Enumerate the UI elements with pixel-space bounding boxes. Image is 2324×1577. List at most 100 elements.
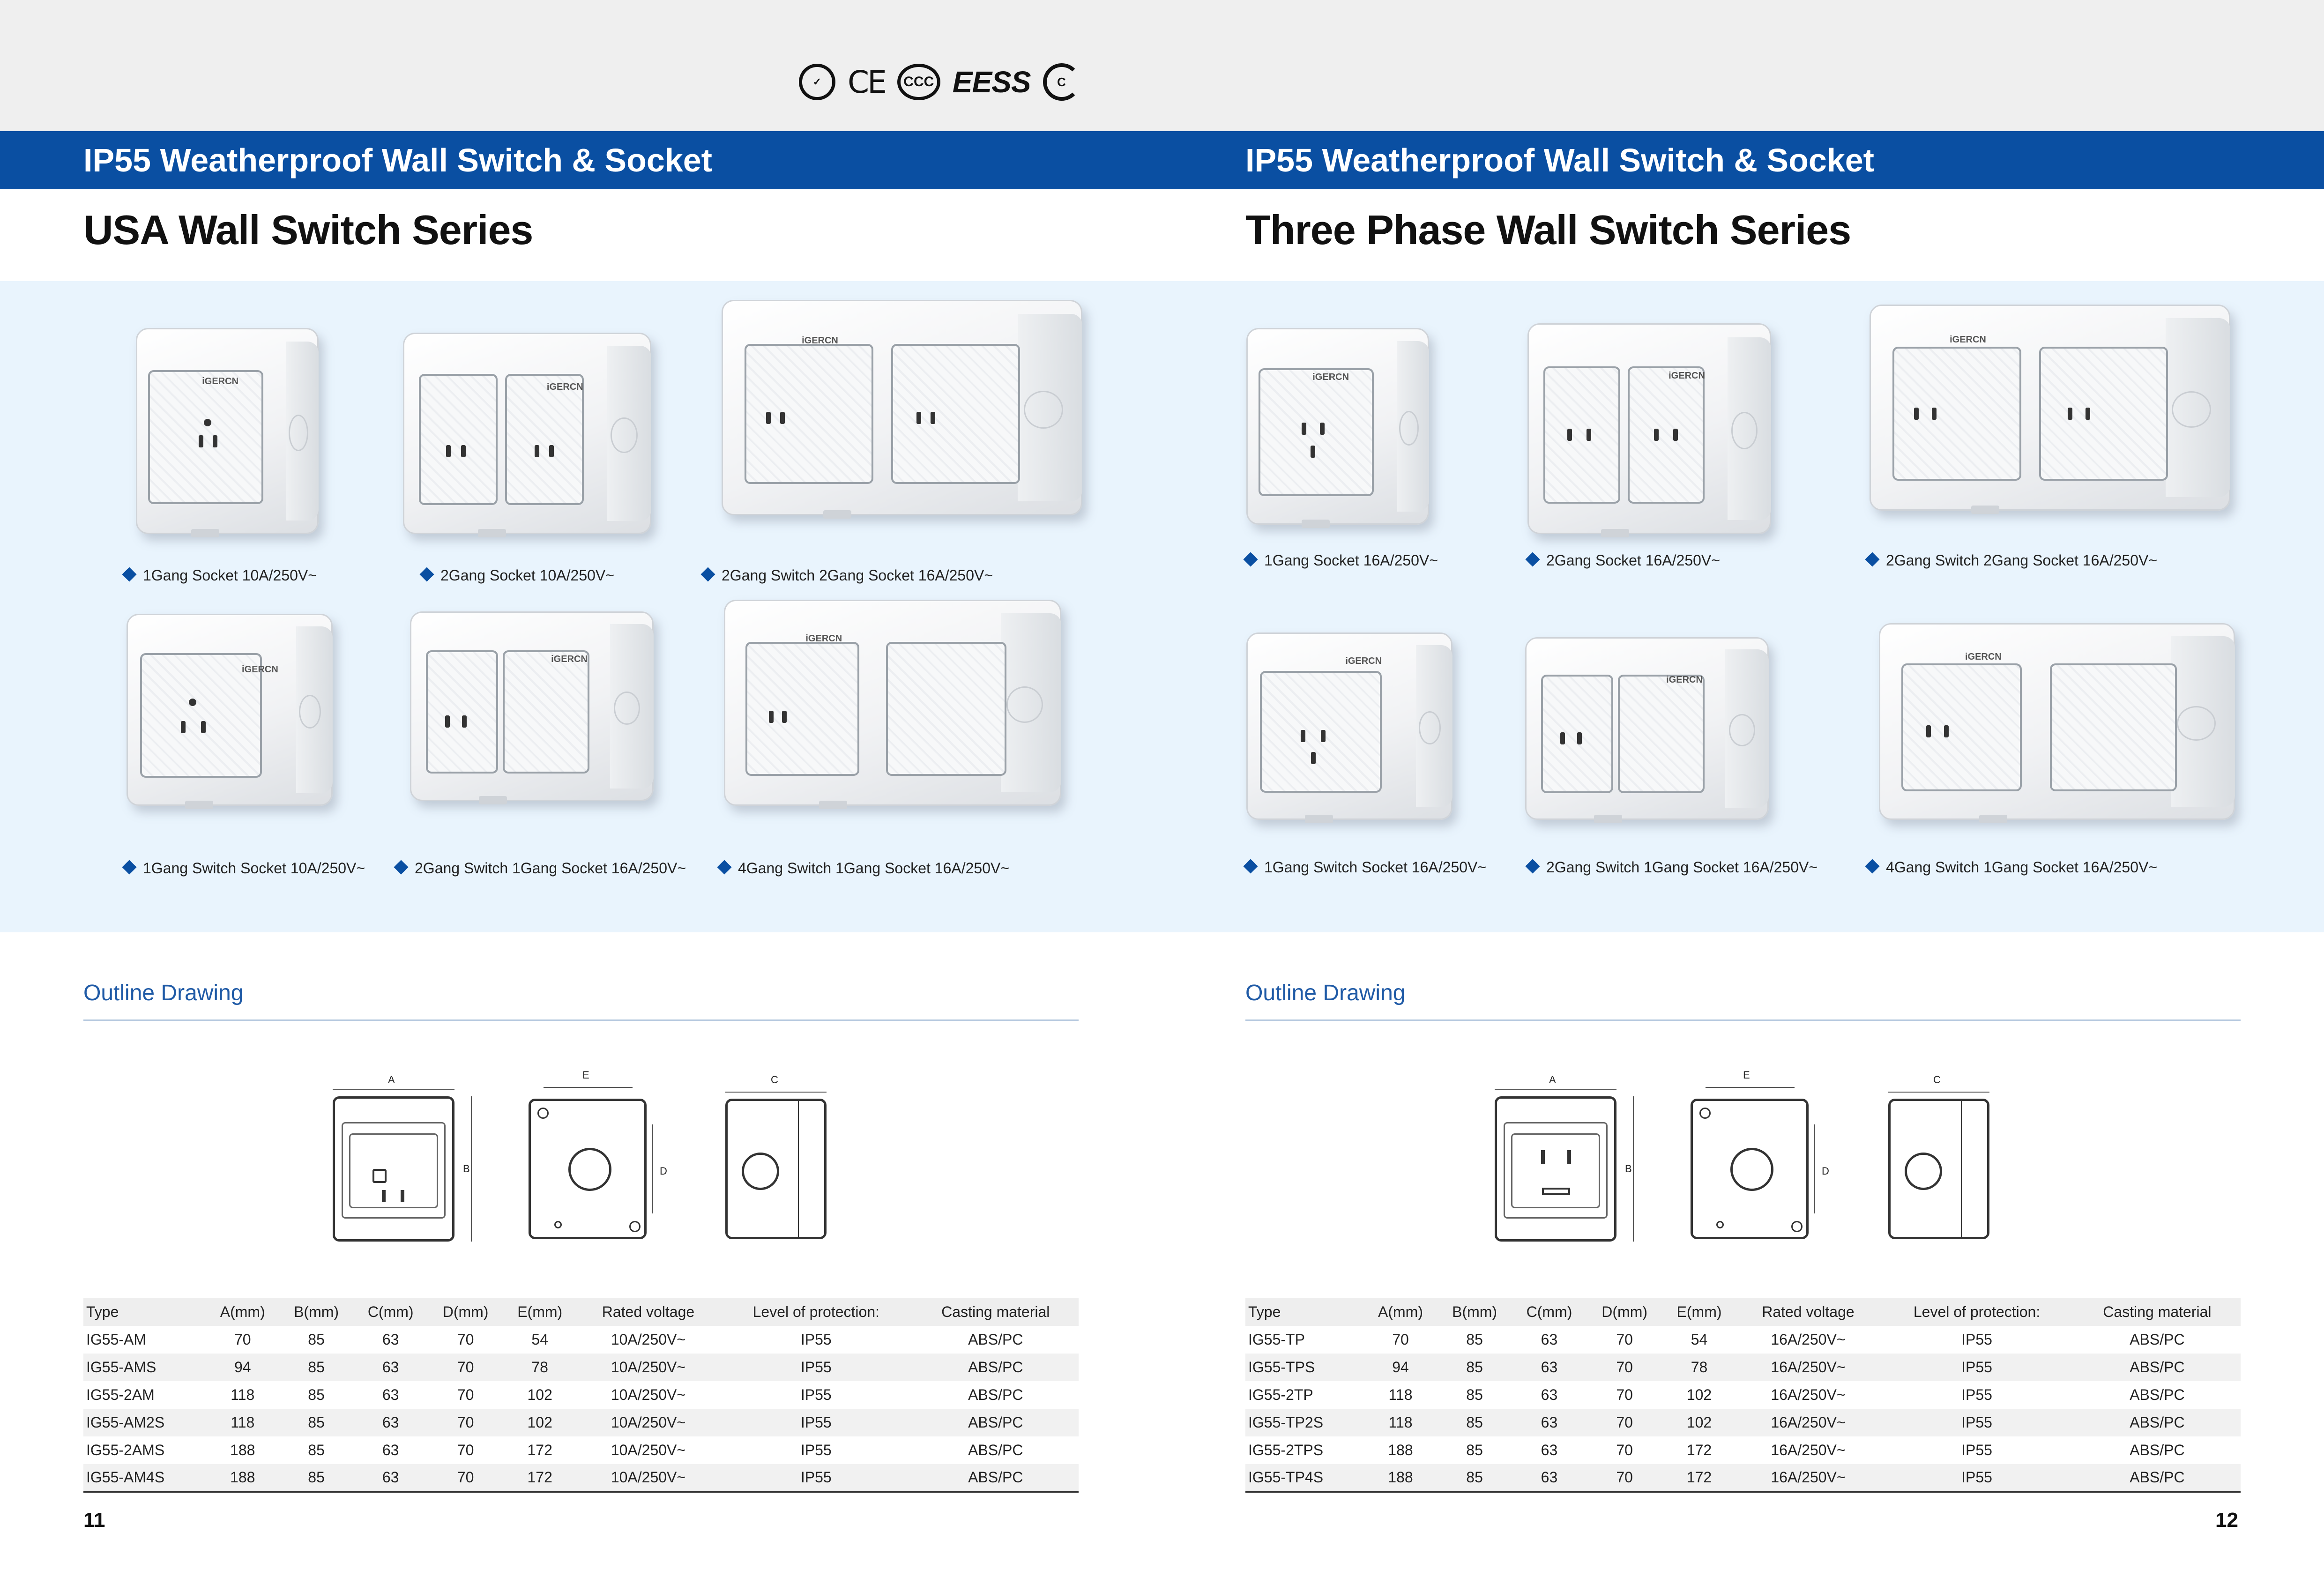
- dim-label-a: A: [1549, 1074, 1556, 1086]
- product-image: iGERCN: [136, 328, 319, 537]
- right-outline-title: Outline Drawing: [1245, 981, 1406, 1005]
- table-cell: 70: [457, 1386, 474, 1403]
- table-cell: 16A/250V~: [1771, 1386, 1846, 1403]
- table-cell: 85: [279, 1409, 353, 1436]
- dim-label-c: C: [771, 1074, 778, 1086]
- dim-label-e: E: [1743, 1069, 1750, 1081]
- column-header: C(mm): [1512, 1298, 1587, 1326]
- right-series-title: Three Phase Wall Switch Series: [1245, 207, 1851, 253]
- table-cell: ABS/PC: [2073, 1354, 2241, 1381]
- column-header: B(mm): [1438, 1298, 1512, 1326]
- product-image: iGERCN: [127, 614, 333, 809]
- table-cell: 118: [1388, 1386, 1413, 1403]
- table-cell: 85: [1466, 1442, 1483, 1458]
- table-cell: 16A/250V~: [1736, 1354, 1880, 1381]
- left-page-number: 11: [83, 1509, 105, 1532]
- table-cell: IP55: [720, 1354, 913, 1381]
- table-cell: IP55: [1961, 1331, 1992, 1348]
- dim-label-b: B: [1625, 1163, 1632, 1175]
- product-caption: 2Gang Socket 10A/250V~: [419, 567, 614, 584]
- table-cell: 118: [206, 1409, 280, 1436]
- front-view-drawing: [1495, 1096, 1616, 1242]
- table-cell: 63: [382, 1386, 399, 1403]
- table-cell: 188: [1388, 1442, 1413, 1458]
- table-cell: 54: [1691, 1331, 1708, 1348]
- product-image: iGERCN: [1879, 623, 2235, 823]
- brand-label: iGERCN: [1669, 370, 1705, 381]
- table-cell: IG55-TPS: [1245, 1354, 1363, 1381]
- side-view-drawing: [725, 1099, 827, 1239]
- product-caption: 1Gang Switch Socket 16A/250V~: [1243, 859, 1486, 876]
- table-cell: IG55-AM4S: [83, 1464, 206, 1493]
- right-outline-divider: [1245, 1019, 2241, 1021]
- dim-label-e: E: [582, 1069, 589, 1081]
- table-cell: 70: [457, 1442, 474, 1458]
- brand-label: iGERCN: [1965, 651, 2002, 662]
- table-cell: IP55: [800, 1386, 832, 1403]
- table-cell: IG55-2TP: [1248, 1386, 1313, 1403]
- table-cell: 63: [353, 1464, 428, 1493]
- table-cell: 70: [428, 1464, 503, 1493]
- table-cell: 102: [1686, 1386, 1712, 1403]
- table-cell: IG55-AMS: [83, 1354, 206, 1381]
- table-cell: 16A/250V~: [1736, 1464, 1880, 1493]
- table-cell: IP55: [720, 1464, 913, 1493]
- table-cell: 63: [353, 1409, 428, 1436]
- column-header: A(mm): [206, 1298, 280, 1326]
- side-view-drawing: [1888, 1099, 1989, 1239]
- right-page-number: 12: [2215, 1509, 2238, 1532]
- table-cell: ABS/PC: [912, 1409, 1079, 1436]
- table-cell: ABS/PC: [968, 1386, 1023, 1403]
- table-cell: 70: [1392, 1331, 1409, 1348]
- table-cell: 118: [231, 1386, 255, 1403]
- table-cell: ABS/PC: [912, 1354, 1079, 1381]
- product-image: iGERCN: [722, 300, 1082, 519]
- brand-label: iGERCN: [1666, 674, 1703, 685]
- column-header: C(mm): [353, 1298, 428, 1326]
- table-cell: 10A/250V~: [611, 1442, 686, 1458]
- header-band: [0, 0, 2324, 131]
- table-cell: ABS/PC: [968, 1442, 1023, 1458]
- brand-label: iGERCN: [805, 633, 842, 644]
- table-cell: 63: [1541, 1442, 1558, 1458]
- table-cell: IG55-2TPS: [1248, 1442, 1324, 1458]
- table-cell: 172: [503, 1464, 577, 1493]
- table-cell: IP55: [1880, 1354, 2074, 1381]
- table-cell: 70: [428, 1354, 503, 1381]
- table-cell: 85: [308, 1386, 325, 1403]
- eess-mark-icon: EESS: [952, 65, 1031, 99]
- table-cell: 85: [1438, 1354, 1512, 1381]
- table-cell: 70: [234, 1331, 251, 1348]
- left-series-title: USA Wall Switch Series: [83, 207, 533, 253]
- table-cell: IP55: [800, 1442, 832, 1458]
- ce-mark-icon: CE: [848, 64, 887, 100]
- table-cell: 16A/250V~: [1736, 1409, 1880, 1436]
- product-image: iGERCN: [1246, 328, 1429, 528]
- brand-label: iGERCN: [242, 664, 278, 675]
- table-cell: IP55: [800, 1331, 832, 1348]
- product-image: iGERCN: [403, 333, 651, 537]
- product-image: iGERCN: [1527, 323, 1771, 537]
- product-caption: 4Gang Switch 1Gang Socket 16A/250V~: [1865, 859, 2157, 876]
- table-cell: 70: [1616, 1442, 1633, 1458]
- column-header: B(mm): [279, 1298, 353, 1326]
- table-cell: 85: [308, 1331, 325, 1348]
- column-header: Casting material: [2073, 1298, 2241, 1326]
- table-cell: ABS/PC: [968, 1331, 1023, 1348]
- table-cell: ABS/PC: [2073, 1409, 2241, 1436]
- product-image: iGERCN: [410, 611, 654, 804]
- product-caption: 2Gang Socket 16A/250V~: [1525, 552, 1720, 569]
- table-cell: 10A/250V~: [576, 1354, 720, 1381]
- table-cell: 102: [1662, 1409, 1736, 1436]
- front-view-drawing: [333, 1096, 454, 1242]
- brand-label: iGERCN: [1345, 656, 1382, 667]
